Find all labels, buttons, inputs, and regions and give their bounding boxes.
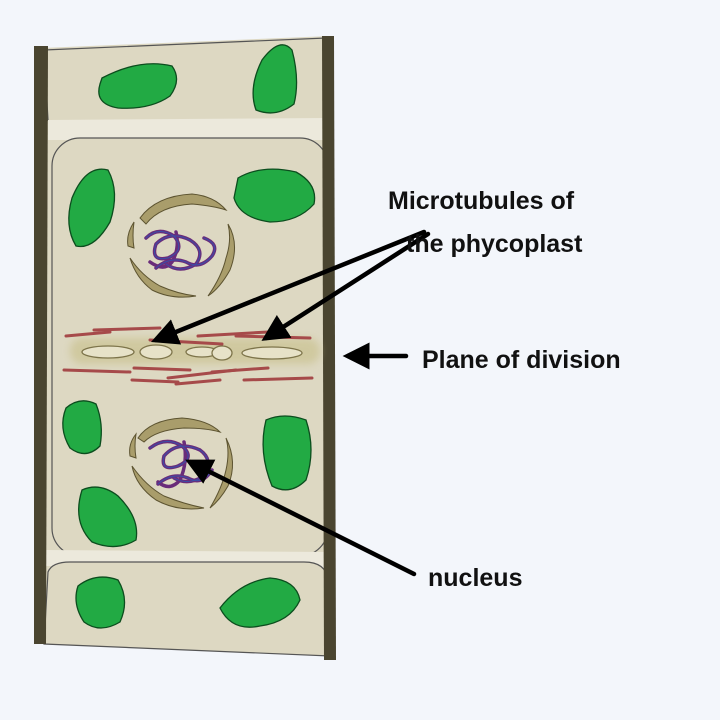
chloroplast bbox=[68, 168, 116, 248]
chloroplast bbox=[62, 400, 102, 455]
phycoplast-arrow-left bbox=[150, 229, 427, 345]
chloroplast bbox=[262, 415, 312, 491]
nucleus-arrow bbox=[185, 459, 417, 577]
top-cell-bottom-gap bbox=[48, 118, 326, 140]
annotation-arrows bbox=[150, 229, 431, 577]
microtubules-label-line1: Microtubules of bbox=[388, 187, 575, 215]
plane-of-division-label: Plane of division bbox=[422, 346, 621, 374]
chloroplast bbox=[219, 577, 301, 628]
microtubules bbox=[62, 326, 314, 386]
left-cell-wall bbox=[34, 46, 48, 644]
chloroplast bbox=[233, 168, 316, 223]
microtubules-label-line2: the phycoplast bbox=[406, 230, 583, 258]
chloroplast bbox=[75, 576, 126, 629]
upper-nucleus bbox=[127, 193, 235, 298]
chloroplast bbox=[252, 44, 298, 114]
chloroplast bbox=[78, 486, 138, 548]
right-cell-wall bbox=[322, 36, 336, 660]
lower-nucleus bbox=[129, 417, 233, 510]
phycoplast bbox=[70, 338, 320, 364]
phycoplast-arrow-right bbox=[261, 231, 431, 341]
nucleus-label: nucleus bbox=[428, 564, 522, 592]
chloroplast bbox=[98, 63, 178, 109]
